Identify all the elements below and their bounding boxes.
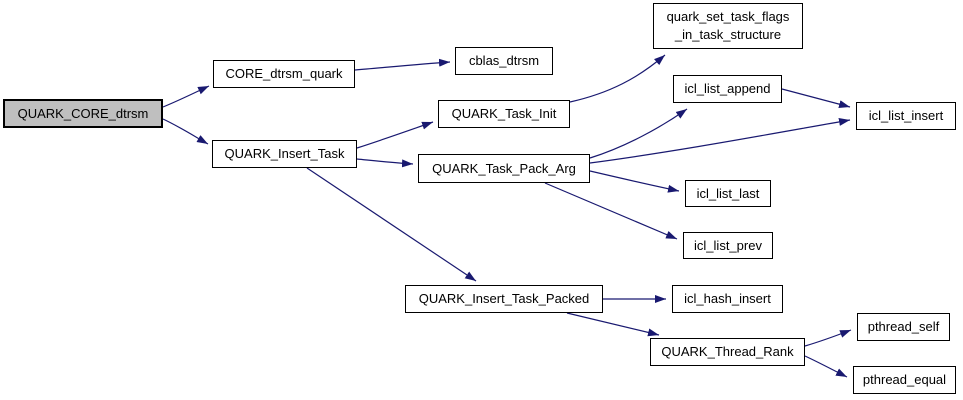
node-QUARK_Insert_Task_Packed[interactable]: QUARK_Insert_Task_Packed [405, 285, 603, 313]
node-CORE_dtrsm_quark[interactable]: CORE_dtrsm_quark [213, 60, 355, 88]
edge-QUARK_Insert_Task-QUARK_Task_Pack_Arg [356, 158, 414, 168]
node-icl_list_prev[interactable]: icl_list_prev [683, 232, 773, 259]
edge-CORE_dtrsm_quark-cblas_dtrsm [354, 58, 451, 71]
edge-QUARK_Insert_Task-QUARK_Insert_Task_Packed [306, 167, 477, 282]
edge-QUARK_Insert_Task-QUARK_Task_Init [356, 121, 434, 149]
node-icl_list_append[interactable]: icl_list_append [673, 75, 782, 103]
edge-QUARK_Task_Pack_Arg-icl_list_last [589, 170, 680, 193]
edge-QUARK_Thread_Rank-pthread_self [804, 329, 852, 347]
node-pthread_equal[interactable]: pthread_equal [853, 366, 956, 394]
node-QUARK_Thread_Rank[interactable]: QUARK_Thread_Rank [650, 338, 805, 366]
node-QUARK_Task_Init[interactable]: QUARK_Task_Init [438, 100, 570, 128]
node-QUARK_Task_Pack_Arg[interactable]: QUARK_Task_Pack_Arg [418, 154, 590, 183]
node-icl_list_insert[interactable]: icl_list_insert [856, 102, 956, 130]
node-cblas_dtrsm[interactable]: cblas_dtrsm [455, 47, 553, 75]
edge-QUARK_Task_Pack_Arg-icl_list_prev [544, 182, 678, 240]
edge-QUARK_CORE_dtrsm-QUARK_Insert_Task [162, 118, 209, 145]
node-QUARK_Insert_Task[interactable]: QUARK_Insert_Task [212, 140, 357, 168]
node-quark_set_task_flags_in_task_structure[interactable]: quark_set_task_flags _in_task_structure [653, 3, 803, 49]
edge-QUARK_Thread_Rank-pthread_equal [804, 355, 848, 378]
node-icl_list_last[interactable]: icl_list_last [685, 180, 771, 207]
edge-QUARK_Task_Init-quark_set_task_flags_in_task_structure [569, 54, 666, 103]
node-QUARK_CORE_dtrsm[interactable]: QUARK_CORE_dtrsm [3, 99, 163, 128]
edge-QUARK_Task_Pack_Arg-icl_list_insert [589, 117, 851, 164]
edge-icl_list_append-icl_list_insert [781, 88, 851, 108]
edge-QUARK_Insert_Task_Packed-QUARK_Thread_Rank [566, 312, 660, 337]
node-icl_hash_insert[interactable]: icl_hash_insert [672, 285, 783, 313]
edge-QUARK_Task_Pack_Arg-icl_list_append [589, 108, 688, 159]
edge-QUARK_CORE_dtrsm-CORE_dtrsm_quark [162, 85, 210, 108]
node-pthread_self[interactable]: pthread_self [857, 313, 950, 341]
